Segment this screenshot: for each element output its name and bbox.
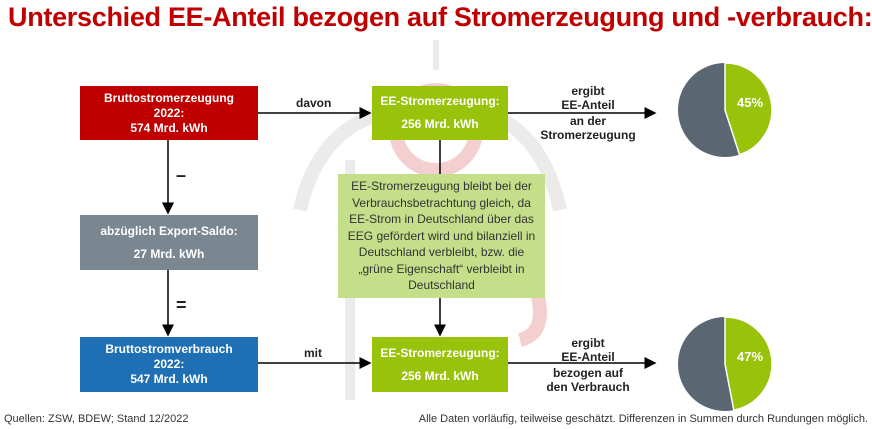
pie-slice-ee (724, 62, 773, 156)
box-value: 547 Mrd. kWh (130, 372, 208, 386)
box-value: 256 Mrd. kWh (401, 117, 479, 131)
result-line: an der (569, 114, 606, 128)
box-export-saldo: abzüglich Export-Saldo: 27 Mrd. kWh (80, 215, 258, 270)
result-line: bezogen auf (552, 366, 623, 380)
box-bruttostromerzeugung: Bruttostromerzeugung 2022: 574 Mrd. kWh (80, 86, 258, 140)
result-line: ergibt (571, 84, 605, 98)
pie-chart-erzeugung (678, 62, 773, 157)
box-year: 2022: (153, 105, 185, 120)
result-line: EE-Anteil (561, 98, 615, 112)
label-mit: mit (304, 346, 322, 360)
footer-sources: Quellen: ZSW, BDEW; Stand 12/2022 (4, 413, 189, 425)
box-label: Bruttostromerzeugung (104, 90, 234, 105)
note-text: EE-Stromerzeugung bleibt bei der Verbrau… (347, 179, 536, 293)
result-line: ergibt (571, 336, 605, 350)
pie-label-verbrauch: 47% (736, 349, 764, 364)
explanation-note: EE-Stromerzeugung bleibt bei der Verbrau… (338, 174, 545, 298)
box-ee-stromerzeugung-top: EE-Stromerzeugung: 256 Mrd. kWh (372, 86, 508, 140)
box-ee-stromerzeugung-bottom: EE-Stromerzeugung: 256 Mrd. kWh (372, 337, 508, 392)
label-davon: davon (296, 96, 332, 110)
box-value: 256 Mrd. kWh (401, 368, 479, 383)
bottom-result-label: ergibt EE-Anteil bezogen auf den Verbrau… (528, 336, 648, 394)
box-label: abzüglich Export-Saldo: (100, 223, 238, 238)
pie-label-erzeugung: 45% (736, 95, 764, 110)
top-result-label: ergibt EE-Anteil an der Stromerzeugung (528, 84, 648, 142)
result-line: EE-Anteil (561, 350, 615, 364)
pie-slice-ee (724, 316, 773, 412)
label-minus: – (176, 165, 187, 185)
box-bruttostromverbrauch: Bruttostromverbrauch 2022: 547 Mrd. kWh (80, 337, 258, 392)
label-equals: = (176, 295, 187, 315)
box-year: 2022: (153, 357, 185, 371)
box-value: 574 Mrd. kWh (130, 120, 208, 135)
box-label: EE-Stromerzeugung: (380, 345, 500, 360)
result-line: Stromerzeugung (540, 128, 636, 142)
footer-disclaimer: Alle Daten vorläufig, teilweise geschätz… (418, 413, 868, 425)
pie-chart-verbrauch (678, 316, 773, 412)
result-line: den Verbrauch (546, 380, 630, 394)
box-label: EE-Stromerzeugung: (380, 94, 500, 108)
page-title: Unterschied EE-Anteil bezogen auf Strome… (8, 2, 872, 32)
box-label: Bruttostromverbrauch (105, 342, 233, 356)
box-value: 27 Mrd. kWh (133, 246, 205, 261)
